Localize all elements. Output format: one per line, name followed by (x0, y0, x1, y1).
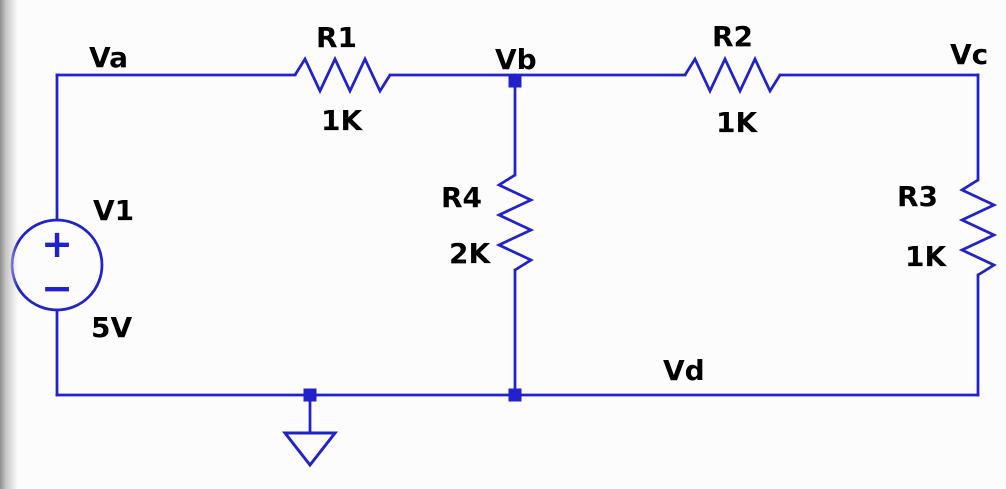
component-label-v1: V1 (93, 194, 134, 227)
resistor-r1-symbol[interactable] (293, 55, 392, 95)
ground-symbol-icon[interactable] (281, 431, 339, 468)
value-label-r4: 2K (449, 237, 491, 270)
node-bottom-junction[interactable] (508, 388, 522, 402)
voltage-source-v1-symbol[interactable]: + − (10, 218, 104, 312)
net-label-vb: Vb (495, 43, 537, 76)
node-layer (303, 74, 522, 402)
node-vb-junction[interactable] (508, 74, 522, 88)
value-label-r2: 1K (716, 106, 758, 139)
component-label-r1: R1 (316, 21, 357, 54)
resistor-r3-symbol[interactable] (958, 178, 998, 277)
value-label-v1: 5V (91, 311, 132, 344)
minus-polarity-icon: − (41, 266, 73, 310)
plus-polarity-icon: + (41, 222, 73, 266)
resistor-r2-symbol[interactable] (683, 55, 782, 95)
value-label-r1: 1K (321, 104, 363, 137)
net-label-vc: Vc (950, 38, 988, 71)
component-label-r4: R4 (441, 181, 482, 214)
component-label-r3: R3 (897, 180, 938, 213)
net-label-vd: Vd (663, 354, 705, 387)
resistor-r4-symbol[interactable] (495, 173, 535, 272)
ground-triangle[interactable] (281, 431, 339, 468)
resistor-layer (293, 55, 998, 277)
value-label-r3: 1K (905, 240, 947, 273)
component-label-r2: R2 (712, 20, 753, 53)
net-label-va: Va (89, 41, 128, 74)
node-ground-junction[interactable] (303, 388, 317, 402)
